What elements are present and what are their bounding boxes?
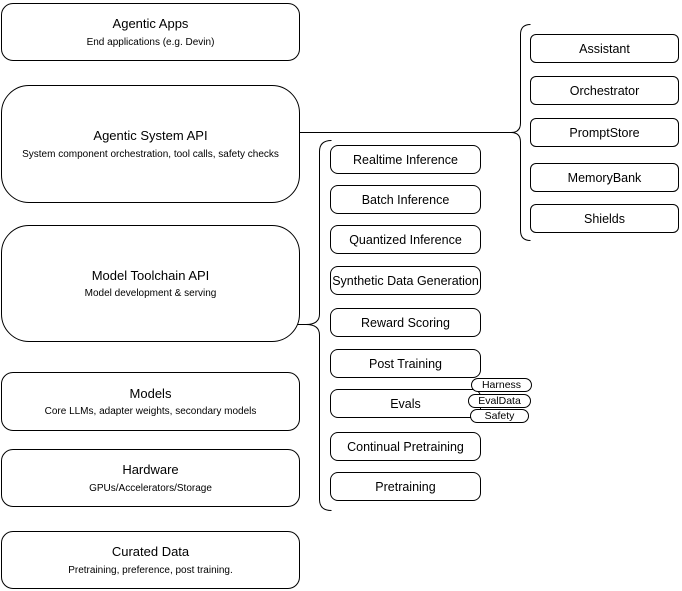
node-subtitle: Model development & serving [84, 288, 217, 300]
node-title: Models [129, 385, 172, 401]
node-label: Shields [584, 211, 625, 226]
node-label: Realtime Inference [353, 152, 458, 167]
node-assistant: Assistant [530, 34, 679, 63]
node-label: Batch Inference [361, 192, 450, 207]
node-orchestrator: Orchestrator [530, 76, 679, 105]
node-subtitle: GPUs/Accelerators/Storage [89, 482, 212, 494]
node-label: Reward Scoring [361, 315, 450, 330]
node-label: Evals [390, 396, 421, 411]
node-label: Pretraining [375, 479, 436, 494]
node-pretraining: Pretraining [330, 472, 481, 501]
node-label: Continual Pretraining [347, 439, 464, 454]
node-synthetic-data-generation: Synthetic Data Generation [330, 266, 481, 295]
node-subtitle: Core LLMs, adapter weights, secondary mo… [44, 406, 257, 418]
node-promptstore: PromptStore [530, 118, 679, 147]
node-title: Agentic System API [93, 128, 208, 144]
node-label: Orchestrator [569, 83, 640, 98]
node-label: Synthetic Data Generation [332, 273, 479, 288]
node-shields: Shields [530, 204, 679, 233]
node-reward-scoring: Reward Scoring [330, 308, 481, 337]
node-subtitle: Pretraining, preference, post training. [68, 564, 233, 576]
node-memorybank: MemoryBank [530, 163, 679, 192]
node-continual-pretraining: Continual Pretraining [330, 432, 481, 461]
node-agentic-system-api: Agentic System API System component orch… [1, 85, 300, 203]
brace-system-components [510, 24, 531, 241]
node-label: MemoryBank [567, 170, 642, 185]
node-curated-data: Curated Data Pretraining, preference, po… [1, 531, 300, 589]
node-label: Post Training [369, 356, 442, 371]
node-label: Assistant [579, 41, 630, 56]
tag-harness: Harness [471, 378, 532, 392]
node-hardware: Hardware GPUs/Accelerators/Storage [1, 449, 300, 507]
tag-safety: Safety [470, 409, 529, 423]
node-title: Model Toolchain API [91, 267, 210, 283]
node-subtitle: End applications (e.g. Devin) [86, 36, 215, 48]
node-agentic-apps: Agentic Apps End applications (e.g. Devi… [1, 3, 300, 61]
node-title: Curated Data [111, 544, 190, 560]
tag-label: Harness [481, 378, 522, 391]
node-subtitle: System component orchestration, tool cal… [22, 148, 279, 160]
node-models: Models Core LLMs, adapter weights, secon… [1, 372, 300, 431]
node-model-toolchain-api: Model Toolchain API Model development & … [1, 225, 300, 342]
node-title: Hardware [122, 462, 179, 478]
tag-evaldata: EvalData [468, 394, 531, 408]
node-label: Quantized Inference [349, 232, 462, 247]
node-label: PromptStore [569, 125, 640, 140]
node-batch-inference: Batch Inference [330, 185, 481, 214]
node-quantized-inference: Quantized Inference [330, 225, 481, 254]
tag-label: Safety [484, 409, 515, 422]
node-evals: Evals [330, 389, 481, 418]
node-realtime-inference: Realtime Inference [330, 145, 481, 174]
node-title: Agentic Apps [112, 16, 189, 32]
brace-toolchain [305, 140, 332, 511]
tag-label: EvalData [478, 394, 521, 407]
node-post-training: Post Training [330, 349, 481, 378]
